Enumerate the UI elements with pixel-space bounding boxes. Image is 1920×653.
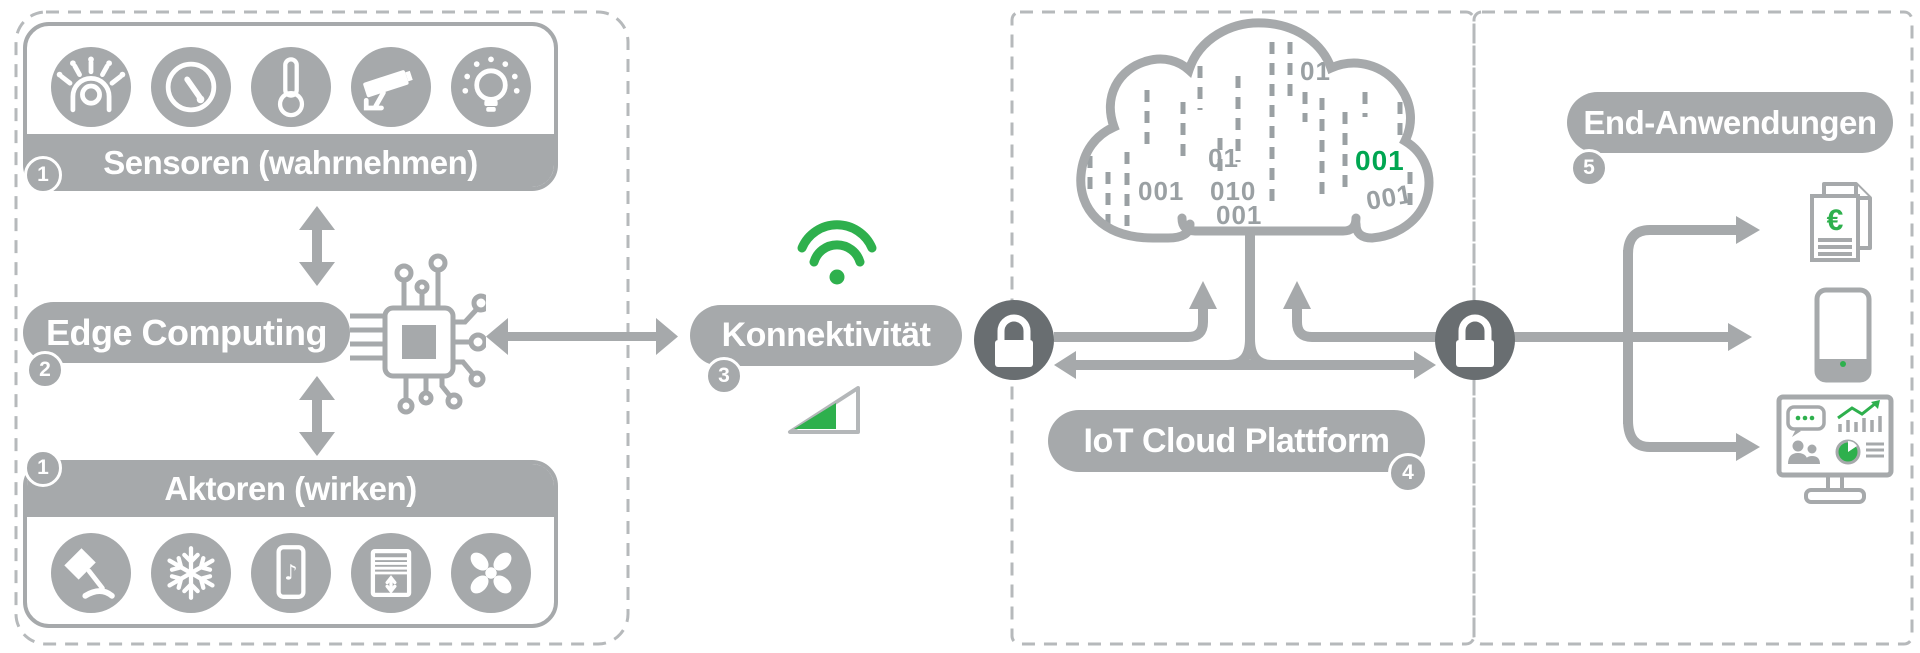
fan-icon bbox=[450, 533, 531, 613]
actuators-step-number: 1 bbox=[37, 456, 49, 479]
arrow-up-left bbox=[1054, 309, 1208, 342]
invoice-icon: € bbox=[1810, 182, 1872, 262]
sensors-label: Sensoren (wahrnehmen) bbox=[103, 143, 478, 181]
actuators-step-badge: 1 bbox=[24, 449, 62, 487]
connectivity-label: Konnektivität bbox=[721, 316, 931, 354]
thermometer-icon bbox=[250, 47, 331, 127]
pie-chart-icon bbox=[1835, 439, 1861, 465]
end-applications-label: End-Anwendungen bbox=[1583, 103, 1877, 141]
lightbulb-icon bbox=[450, 47, 531, 127]
chip-icon bbox=[350, 253, 486, 415]
end-applications-step-badge: 5 bbox=[1570, 149, 1608, 187]
music-note-glyph: ♪ bbox=[284, 561, 297, 585]
actuators-panel: Aktoren (wirken) bbox=[23, 460, 558, 628]
cloud-step-number: 4 bbox=[1402, 461, 1414, 484]
actuator-icons-row: ♪ bbox=[27, 533, 554, 613]
trend-arrow-icon bbox=[1837, 400, 1880, 420]
edge-step-number: 2 bbox=[39, 358, 51, 381]
roller-blind-icon bbox=[350, 533, 431, 613]
sensors-step-badge: 1 bbox=[24, 156, 62, 194]
end-applications-step-number: 5 bbox=[1583, 156, 1595, 179]
security-lock-icon bbox=[1435, 300, 1515, 380]
actuators-banner: Aktoren (wirken) bbox=[27, 464, 554, 517]
binary-digit: 001 bbox=[1138, 176, 1184, 206]
security-lock-icon bbox=[974, 300, 1054, 380]
arrow-edge-connectivity bbox=[486, 318, 678, 355]
edge-computing-step-badge: 2 bbox=[26, 351, 64, 389]
smartphone-icon bbox=[1814, 287, 1872, 383]
arrow-edge-actuators bbox=[299, 376, 335, 456]
users-icon bbox=[1788, 440, 1820, 464]
iot-device-icon bbox=[50, 47, 131, 127]
arrow-sensors-edge bbox=[299, 206, 335, 286]
binary-digit-green: 001 bbox=[1355, 145, 1405, 176]
applications-branch-arrows bbox=[1498, 216, 1760, 461]
binary-rain bbox=[1087, 42, 1413, 232]
binary-digit: 01 bbox=[1208, 143, 1239, 173]
binary-digit: 010 bbox=[1210, 176, 1256, 206]
edge-computing-label: Edge Computing bbox=[46, 311, 327, 353]
sensors-panel: Sensoren (wahrnehmen) bbox=[23, 22, 558, 191]
dashboard-monitor-icon bbox=[1776, 394, 1894, 504]
snowflake-icon bbox=[150, 533, 231, 613]
desk-lamp-icon bbox=[50, 533, 131, 613]
signal-strength-icon bbox=[788, 386, 860, 434]
cloud-icon: 01 01 001 010 001 001 001 bbox=[1076, 18, 1434, 243]
wifi-icon bbox=[797, 220, 877, 285]
cloud-platform-label: IoT Cloud Plattform bbox=[1083, 421, 1390, 460]
sensors-banner: Sensoren (wahrnehmen) bbox=[27, 134, 554, 187]
connectivity-step-badge: 3 bbox=[705, 357, 743, 395]
binary-digit: 001 bbox=[1216, 200, 1262, 230]
arrow-to-dashboard bbox=[1623, 419, 1736, 452]
phone-music-icon: ♪ bbox=[250, 533, 331, 613]
sensor-icons-row bbox=[27, 47, 554, 127]
euro-icon: € bbox=[1827, 204, 1844, 237]
arrow-up-right bbox=[1292, 309, 1436, 342]
cloud-platform-pill: IoT Cloud Plattform bbox=[1048, 410, 1425, 472]
bar-chart-icon bbox=[1838, 416, 1882, 432]
arrow-to-invoice bbox=[1623, 225, 1736, 255]
surveillance-camera-icon bbox=[350, 47, 431, 127]
device-layer-box bbox=[14, 10, 630, 646]
cloud-data-arrows bbox=[1054, 233, 1436, 379]
chat-bubble-icon bbox=[1786, 405, 1826, 431]
connectivity-pill: Konnektivität bbox=[690, 305, 962, 366]
connectivity-step-number: 3 bbox=[718, 364, 730, 387]
edge-computing-pill: Edge Computing bbox=[23, 302, 350, 363]
end-applications-pill: End-Anwendungen bbox=[1567, 92, 1893, 153]
sensors-step-number: 1 bbox=[37, 163, 49, 186]
gauge-icon bbox=[150, 47, 231, 127]
actuators-label: Aktoren (wirken) bbox=[164, 469, 417, 507]
cloud-platform-step-badge: 4 bbox=[1388, 453, 1428, 493]
